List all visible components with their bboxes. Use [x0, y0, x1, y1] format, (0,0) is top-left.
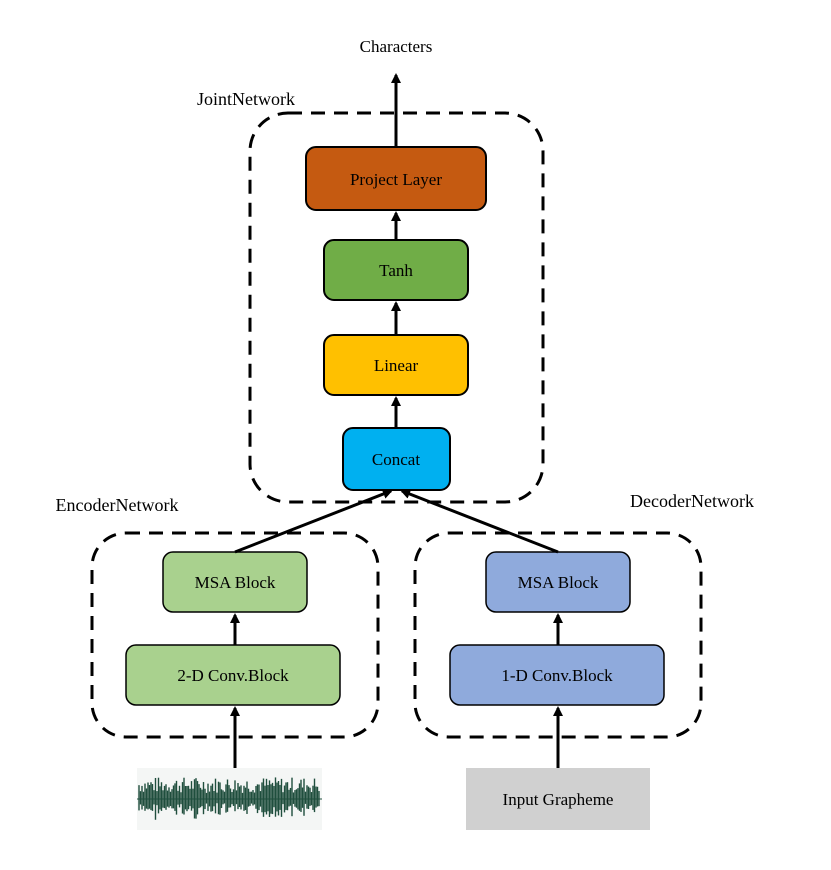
project-layer-label: Project Layer	[350, 170, 442, 189]
tanh-label: Tanh	[379, 261, 413, 280]
input-grapheme-block	[466, 768, 650, 830]
arrow-decoder-to-concat	[400, 489, 559, 554]
linear-label: Linear	[374, 356, 419, 375]
encoder-conv-label: 2-D Conv.Block	[177, 666, 289, 685]
encoder-network-label: EncoderNetwork	[56, 495, 179, 515]
encoder-conv-block	[125, 644, 341, 706]
decoder-network-label: DecoderNetwork	[630, 491, 754, 511]
concat-label: Concat	[372, 450, 420, 469]
decoder-msa-label: MSA Block	[518, 573, 599, 592]
joint-network-label: JointNetwork	[197, 89, 295, 109]
output-label: Characters	[360, 37, 433, 56]
encoder-msa-label: MSA Block	[195, 573, 276, 592]
decoder-conv-label: 1-D Conv.Block	[501, 666, 613, 685]
joint-network-container	[248, 111, 545, 504]
arrow-encoder-to-concat	[234, 489, 393, 554]
input-grapheme-label: Input Grapheme	[503, 790, 614, 809]
waveform-image	[137, 768, 322, 830]
